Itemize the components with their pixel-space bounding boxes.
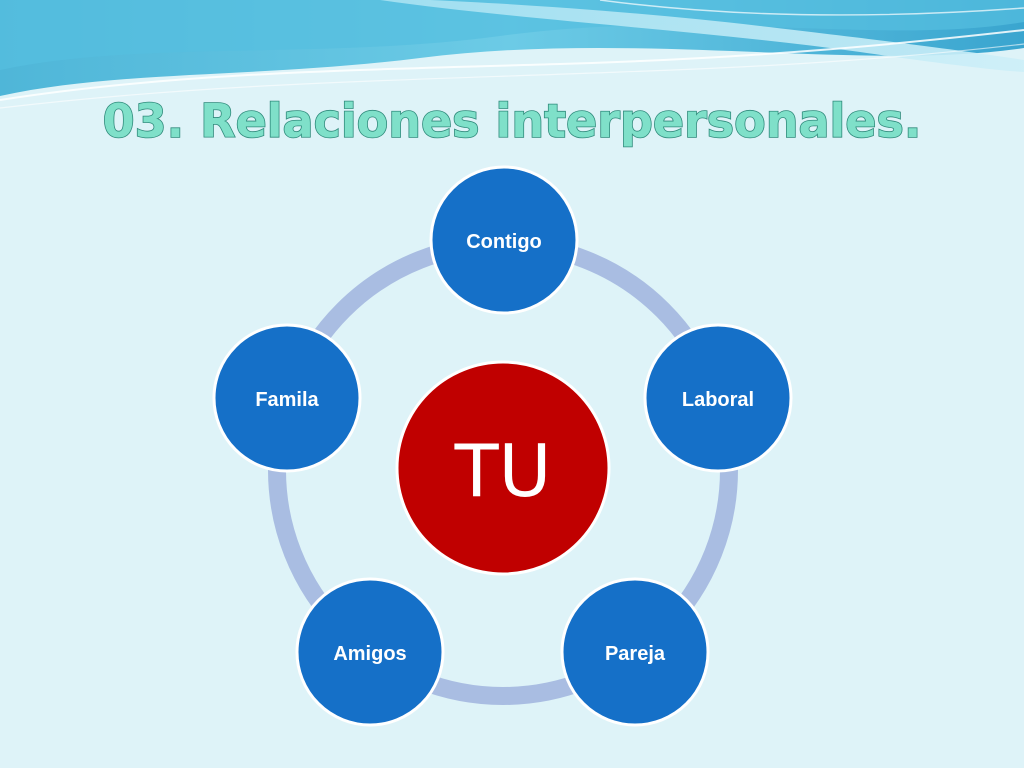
center-node-circle: [395, 360, 611, 576]
satellite-label: Laboral: [682, 389, 754, 411]
satellite-node-famila: Famila: [212, 323, 362, 473]
satellite-circle: [643, 323, 793, 473]
satellite-label: Famila: [255, 389, 319, 411]
satellite-circle: [295, 577, 445, 727]
satellite-label: Amigos: [333, 643, 406, 665]
slide-title: 03. Relaciones interpersonales.: [103, 94, 922, 148]
center-node-label: TU: [454, 429, 552, 513]
header-wave-decoration: [0, 0, 1024, 109]
satellite-circle: [429, 165, 579, 315]
satellite-circle: [560, 577, 710, 727]
center-node: TU: [395, 360, 611, 576]
satellite-label: Contigo: [466, 231, 542, 253]
satellite-circle: [212, 323, 362, 473]
satellite-node-amigos: Amigos: [295, 577, 445, 727]
satellite-node-contigo: Contigo: [429, 165, 579, 315]
satellite-label: Pareja: [605, 643, 666, 665]
satellite-node-laboral: Laboral: [643, 323, 793, 473]
satellite-node-pareja: Pareja: [560, 577, 710, 727]
